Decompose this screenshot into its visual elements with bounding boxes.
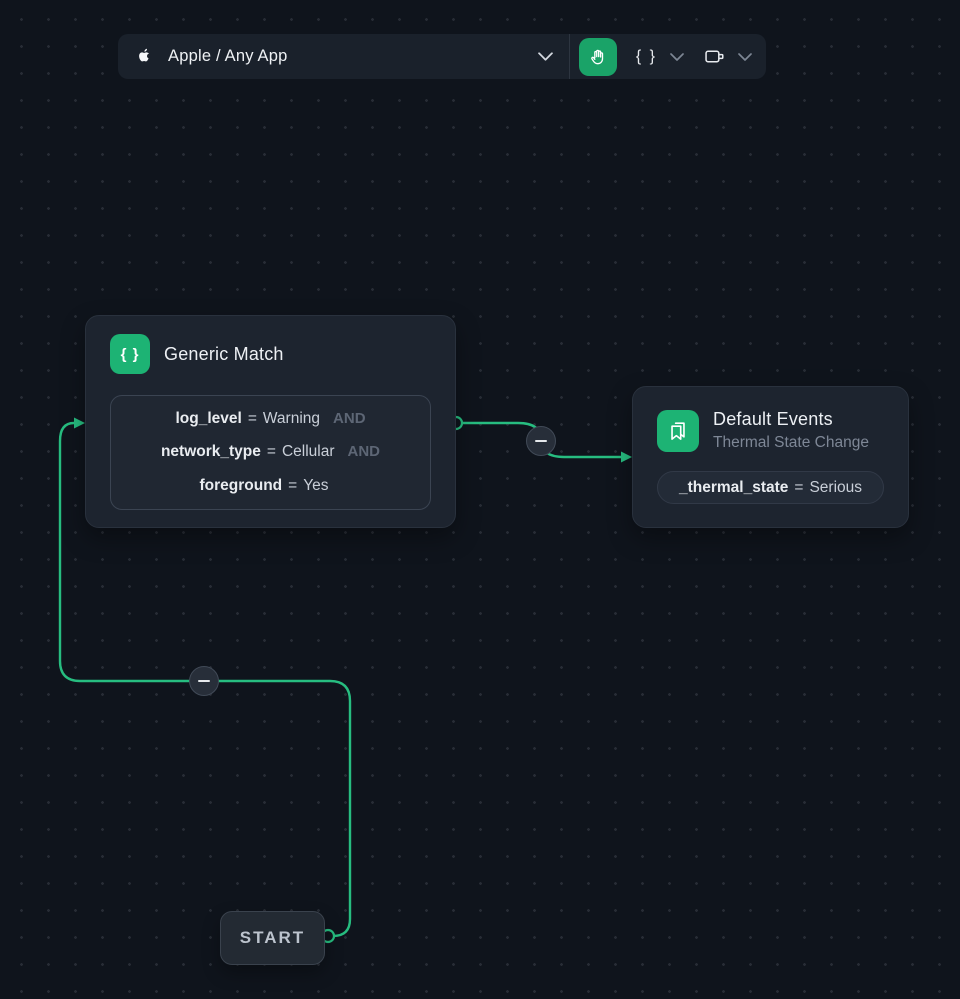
condition-row: network_type = Cellular AND: [111, 443, 430, 461]
node-start[interactable]: START: [220, 911, 325, 965]
condition-operator: =: [266, 443, 276, 461]
condition-value: Warning: [262, 409, 321, 427]
app-selector-label[interactable]: Apple / Any App: [168, 47, 288, 65]
generic-match-header: { } Generic Match: [110, 334, 431, 374]
default-events-header: Default Events Thermal State Change: [657, 409, 884, 452]
condition-conjunction: AND: [347, 443, 381, 461]
condition-key: foreground: [199, 477, 283, 495]
condition-value: Yes: [303, 477, 329, 495]
condition-row: foreground = Yes: [111, 477, 430, 495]
minus-icon: [535, 439, 547, 443]
braces-icon: { }: [110, 334, 150, 374]
edge-arrow-into-default-events: [621, 451, 632, 463]
condition-key: network_type: [160, 443, 261, 461]
bookmark-icon: [657, 409, 699, 452]
edge-arrow-into-generic-match: [74, 417, 85, 429]
hand-icon: [588, 47, 608, 67]
pan-hand-button[interactable]: [578, 37, 617, 76]
minus-icon: [198, 679, 210, 683]
braces-tool-button[interactable]: { }: [632, 46, 661, 68]
toolbar-divider: [568, 34, 570, 79]
apple-logo-icon: [136, 46, 155, 68]
edge-remove-badge[interactable]: [526, 426, 556, 456]
video-camera-icon: [704, 48, 727, 65]
edge-remove-badge[interactable]: [189, 666, 219, 696]
node-title: Generic Match: [164, 343, 284, 364]
node-title: Default Events: [713, 409, 833, 429]
condition-row: log_level = Warning AND: [111, 410, 430, 428]
thermal-state-pill: _thermal_state = Serious: [657, 471, 884, 504]
condition-value: Serious: [809, 478, 863, 496]
condition-operator: =: [794, 478, 804, 496]
node-generic-match[interactable]: { } Generic Match log_level = Warning AN…: [85, 315, 456, 528]
video-camera-button[interactable]: [702, 46, 729, 67]
condition-key: _thermal_state: [678, 478, 789, 496]
app-selector-chevron-down-icon[interactable]: [538, 52, 553, 61]
condition-panel: log_level = Warning AND network_type = C…: [110, 395, 431, 510]
node-subtitle: Thermal State Change: [713, 434, 869, 451]
braces-chevron-down-icon[interactable]: [670, 52, 684, 61]
condition-key: log_level: [175, 409, 242, 427]
top-toolbar: Apple / Any App { }: [118, 34, 766, 79]
node-default-events[interactable]: Default Events Thermal State Change _the…: [632, 386, 909, 528]
camera-chevron-down-icon[interactable]: [738, 52, 752, 61]
condition-operator: =: [247, 409, 257, 427]
condition-value: Cellular: [281, 443, 335, 461]
default-events-titles: Default Events Thermal State Change: [713, 409, 869, 452]
condition-conjunction: AND: [333, 409, 366, 427]
condition-operator: =: [288, 477, 298, 495]
